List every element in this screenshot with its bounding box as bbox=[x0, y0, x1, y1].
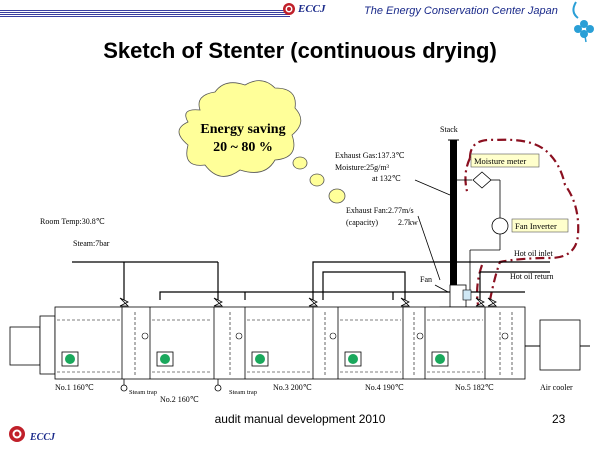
fan-motor-coupling bbox=[462, 289, 472, 301]
stenter-body bbox=[9, 306, 590, 380]
steam-label: Steam:7bar bbox=[73, 239, 110, 248]
footer-eccj: ECCJ bbox=[30, 432, 56, 443]
steam-trap-2-label: Steam trap bbox=[229, 389, 257, 396]
eccj-footer-logo-icon bbox=[9, 426, 25, 442]
control-loop-dashed bbox=[468, 138, 580, 301]
page-number: 23 bbox=[552, 412, 566, 426]
room-temp-label: Room Temp:30.8℃ bbox=[40, 217, 105, 226]
cloud-line-1: Energy saving bbox=[200, 122, 285, 137]
air-cooler-label: Air cooler bbox=[540, 383, 573, 392]
steam-trap-1-label: Steam trap bbox=[129, 389, 157, 396]
moisture-meter-box bbox=[470, 153, 540, 168]
energy-saving-cloud: Energy saving 20 ~ 80 % bbox=[178, 80, 346, 204]
org-name: The Energy Conservation Center Japan bbox=[364, 5, 558, 17]
steam-trap-icons bbox=[120, 379, 222, 392]
moisture-sensor-icon bbox=[472, 171, 492, 189]
burner-icons bbox=[61, 351, 449, 367]
zone-1-label: No.1 160℃ bbox=[55, 383, 94, 392]
fan-label: Fan bbox=[420, 275, 432, 284]
capacity-label: (capacity) bbox=[346, 218, 378, 227]
inverter-circle-icon bbox=[491, 217, 509, 235]
fan-inverter-box bbox=[511, 218, 569, 233]
exhaust-fan-label: Exhaust Fan:2.77m/s bbox=[346, 206, 414, 215]
hot-oil-inlet-label: Hot oil inlet bbox=[514, 249, 553, 258]
valve-icons bbox=[119, 297, 497, 307]
slide-title: Sketch of Stenter (continuous drying) bbox=[103, 38, 497, 63]
moisture-meter-label: Moisture meter bbox=[474, 156, 526, 166]
moisture-label: Moisture:25g/m³ bbox=[335, 163, 390, 172]
hot-oil-return-label: Hot oil return bbox=[510, 272, 554, 281]
footer-text: audit manual development 2010 bbox=[214, 412, 386, 426]
stack bbox=[450, 140, 457, 285]
zone-2-label: No.2 160℃ bbox=[160, 395, 199, 404]
exhaust-gas-label: Exhaust Gas:137.3℃ bbox=[335, 151, 404, 160]
eccj-logo-icon bbox=[283, 3, 295, 15]
cloud-line-2: 20 ~ 80 % bbox=[213, 140, 273, 155]
clover-logo-icon bbox=[572, 1, 594, 43]
capacity-value: 2.7kw bbox=[398, 218, 418, 227]
zone-4-label: No.4 190℃ bbox=[365, 383, 404, 392]
zone-5-label: No.5 182℃ bbox=[455, 383, 494, 392]
header-rule bbox=[0, 10, 290, 17]
zone-3-label: No.3 200℃ bbox=[273, 383, 312, 392]
stack-label: Stack bbox=[440, 125, 458, 134]
at-temp-label: at 132℃ bbox=[372, 174, 401, 183]
header-eccj: ECCJ bbox=[298, 3, 326, 15]
fan-inverter-label: Fan Inverter bbox=[515, 221, 557, 231]
